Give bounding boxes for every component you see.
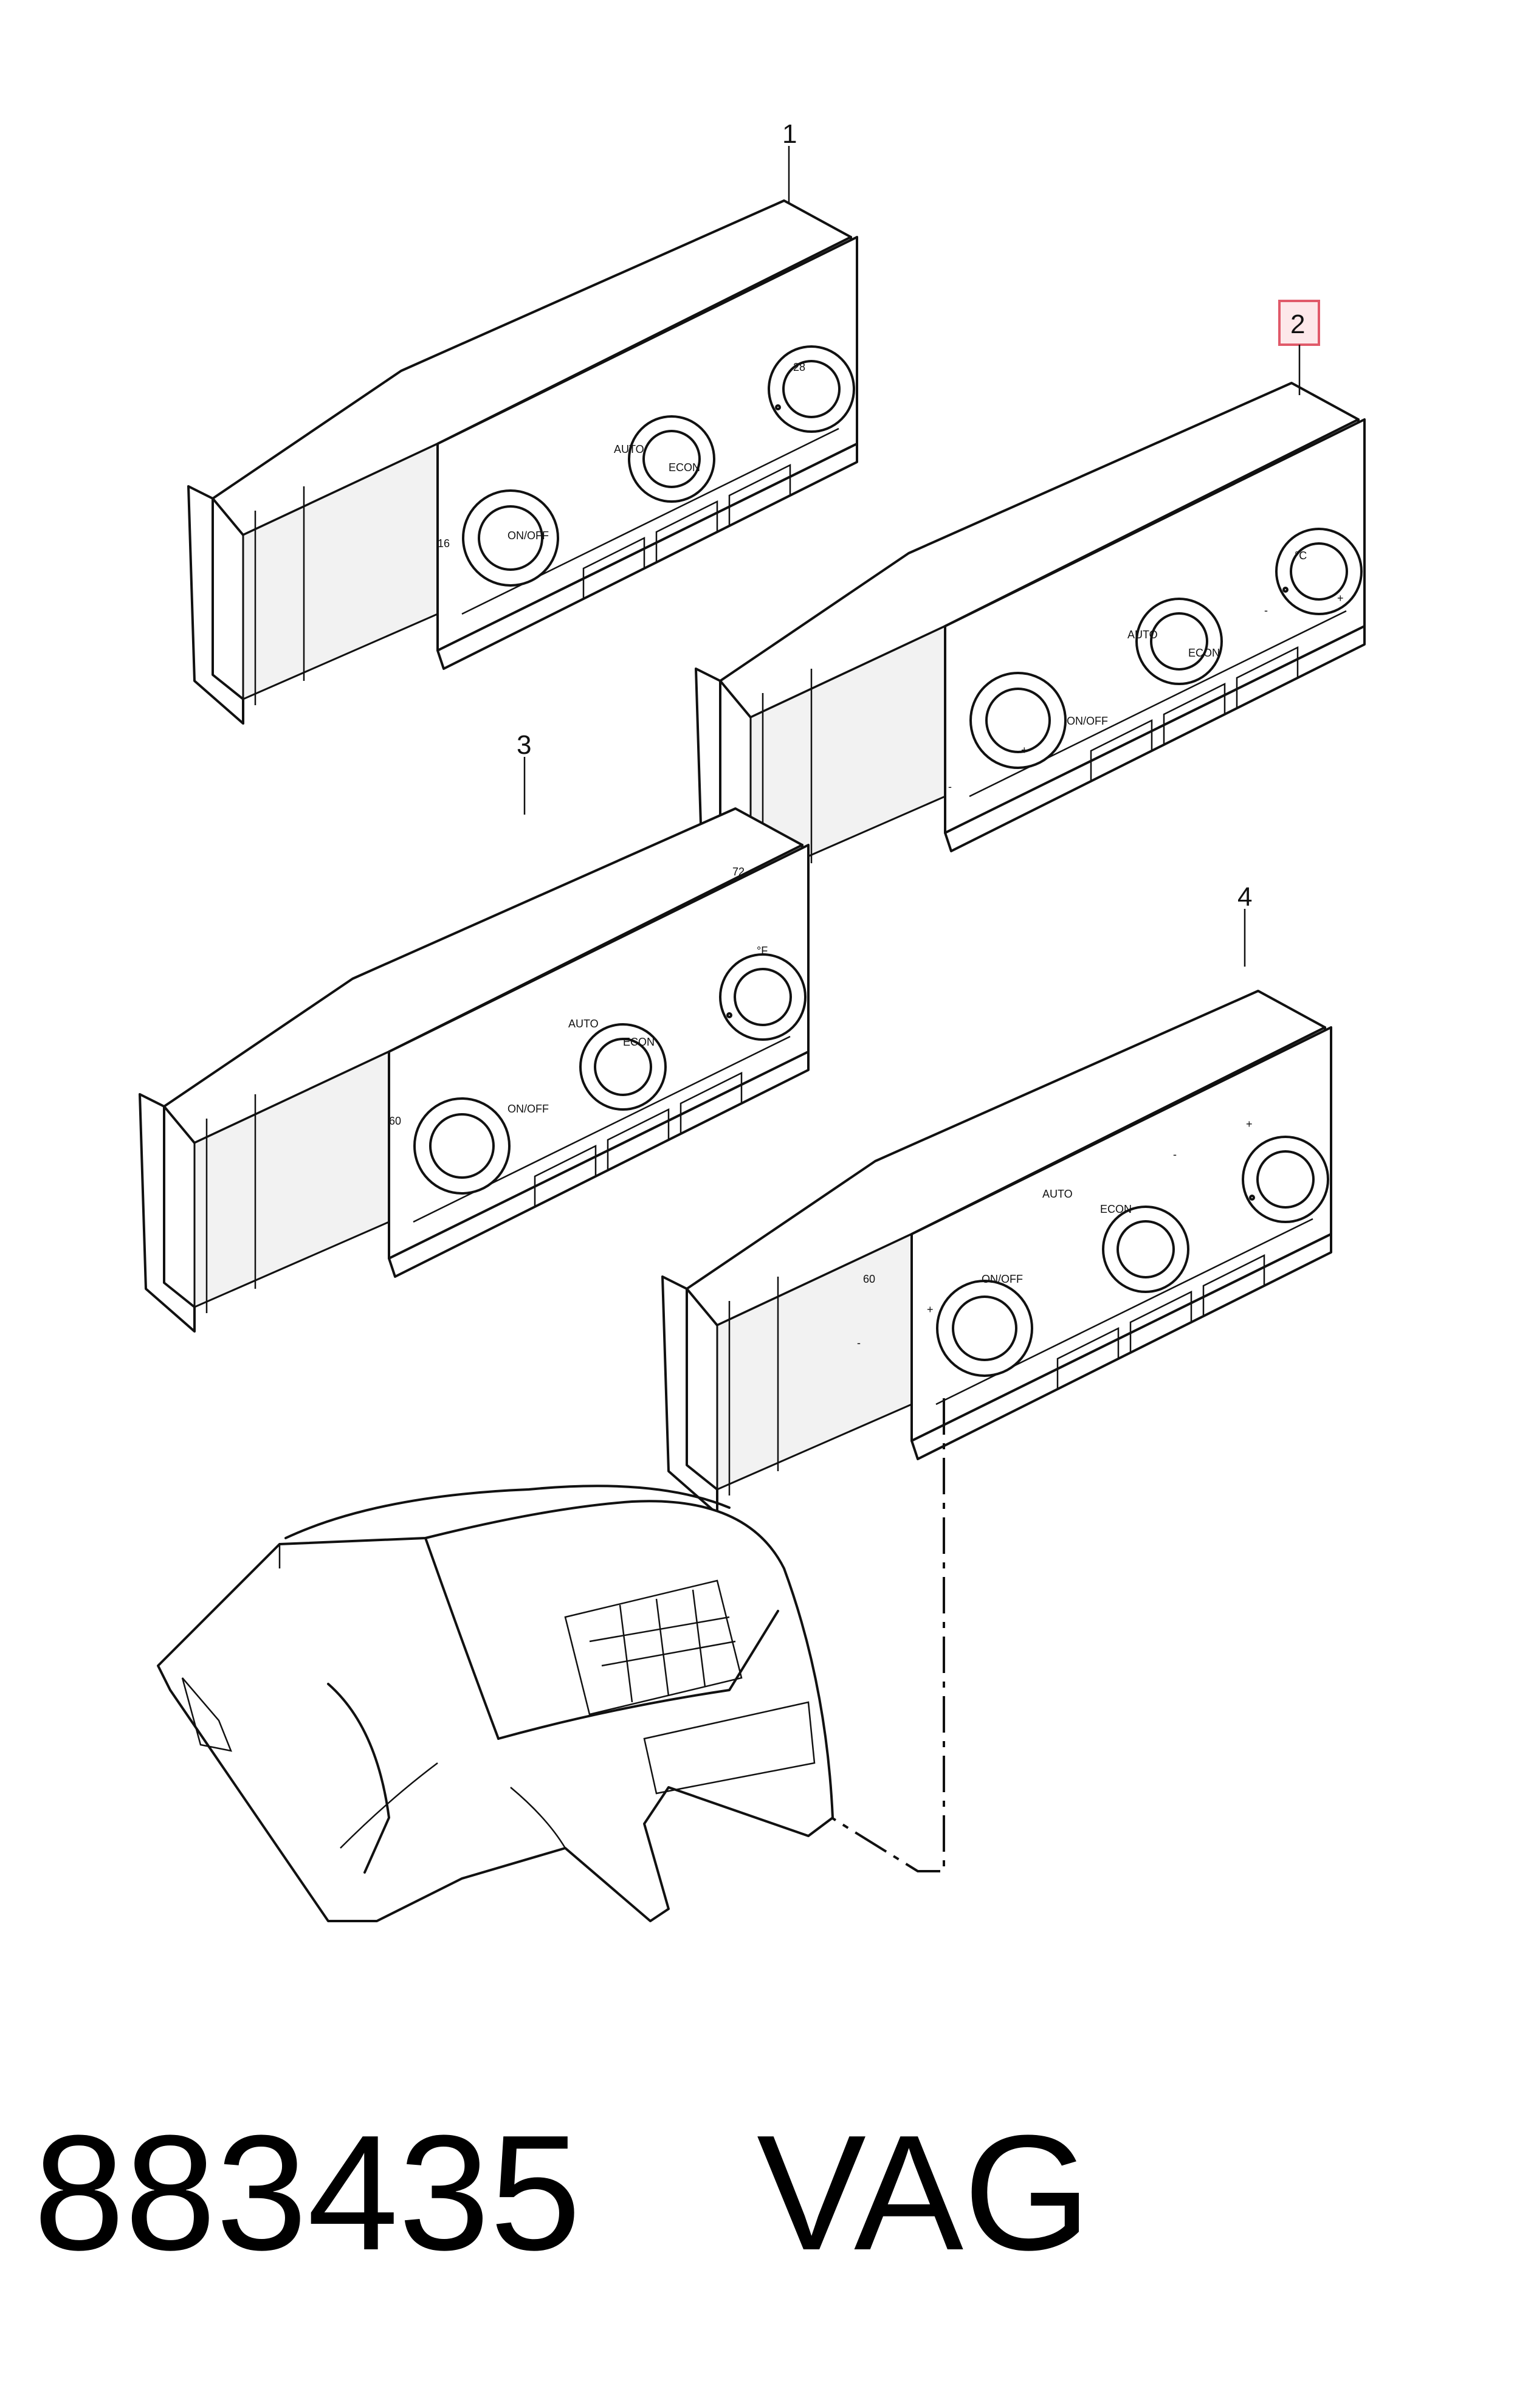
dashboard-illustration bbox=[157, 1485, 834, 1922]
unit4-plus-label: + bbox=[927, 1303, 934, 1316]
unit3-unit-label: °F bbox=[757, 945, 768, 957]
unit1-scale-high: 28 bbox=[793, 361, 805, 373]
callout-2: 2 bbox=[1290, 309, 1305, 339]
unit3-scale-low: 60 bbox=[389, 1115, 401, 1127]
unit3-on-off-label: ON/OFF bbox=[508, 1103, 549, 1115]
unit4-econ-label: ECON bbox=[1100, 1203, 1132, 1215]
unit2-plus-right-label: + bbox=[1337, 592, 1344, 604]
unit4-scale-low: 60 bbox=[863, 1273, 875, 1285]
unit2-econ-label: ECON bbox=[1188, 647, 1220, 659]
brand-label: VAG bbox=[757, 2102, 1091, 2285]
unit4-plus-right-label: + bbox=[1246, 1118, 1253, 1130]
unit4-on-off-label: ON/OFF bbox=[982, 1273, 1023, 1285]
unit1-scale-low: 16 bbox=[438, 537, 450, 550]
unit2-on-off-label: ON/OFF bbox=[1067, 715, 1108, 727]
unit4-auto-label: AUTO bbox=[1042, 1188, 1073, 1200]
unit3-auto-label: AUTO bbox=[568, 1018, 599, 1030]
unit3-scale-high: 72 bbox=[732, 866, 745, 878]
callout-1: 1 bbox=[782, 119, 797, 149]
climate-control-unit-1 bbox=[187, 199, 858, 725]
unit2-unit-label: °C bbox=[1295, 550, 1307, 562]
callout-3: 3 bbox=[517, 730, 531, 760]
part-number: 883435 bbox=[33, 2102, 581, 2285]
unit2-auto-label: AUTO bbox=[1127, 629, 1158, 641]
unit4-minus-label: - bbox=[857, 1337, 861, 1349]
unit3-econ-label: ECON bbox=[623, 1036, 655, 1048]
unit4-minus-right-label: - bbox=[1173, 1148, 1177, 1161]
unit2-minus-label: - bbox=[948, 781, 952, 793]
unit2-plus-label: + bbox=[1021, 744, 1028, 756]
unit1-on-off-label: ON/OFF bbox=[508, 530, 549, 542]
unit1-econ-label: ECON bbox=[669, 461, 700, 474]
unit2-minus-right-label: - bbox=[1264, 604, 1268, 616]
installation-guide-line bbox=[801, 1398, 945, 1872]
unit1-auto-label: AUTO bbox=[614, 443, 644, 455]
callout-4: 4 bbox=[1237, 882, 1252, 912]
climate-control-unit-3 bbox=[139, 807, 810, 1333]
